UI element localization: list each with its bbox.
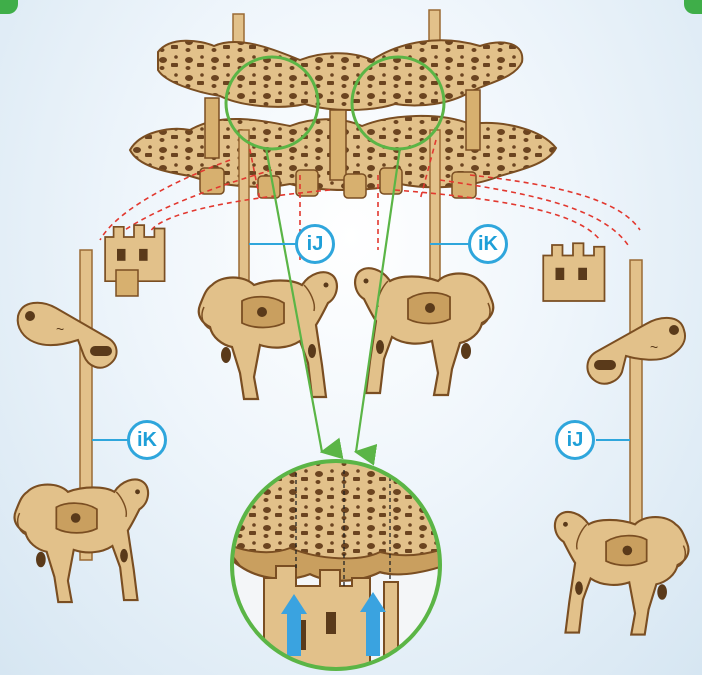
horse-figure-center-right [353,267,495,397]
zoom-ring-right [350,55,446,151]
side-assembly-right: ~ [542,242,690,636]
svg-text:~: ~ [56,321,64,337]
magnifier-circle [230,459,442,671]
hook-guide-lines [99,139,641,260]
carousel-canopy [128,9,558,311]
side-assembly-left: ~ [13,224,166,604]
zoom-pointer-lines [264,147,402,466]
canopy-spacer-center [329,109,347,181]
corner-tab-left [0,0,18,14]
svg-text:~: ~ [650,339,658,355]
corner-tab-right [684,0,702,14]
label-badge-ik-top: iK [468,224,508,264]
insert-arrow-right [360,592,386,656]
horse-figure-center-left [197,271,339,401]
canopy-upper-plate [157,39,524,111]
canopy-spacer-right [465,89,481,151]
zoom-ring-left [224,55,320,151]
label-badge-ij-top: iJ [295,224,335,264]
label-badge-ij-right: iJ [555,420,595,460]
insert-arrow-left [281,594,307,656]
label-badge-ik-left: iK [127,420,167,460]
canopy-spacer-left [204,97,220,159]
badge-leader-lines [92,243,630,441]
